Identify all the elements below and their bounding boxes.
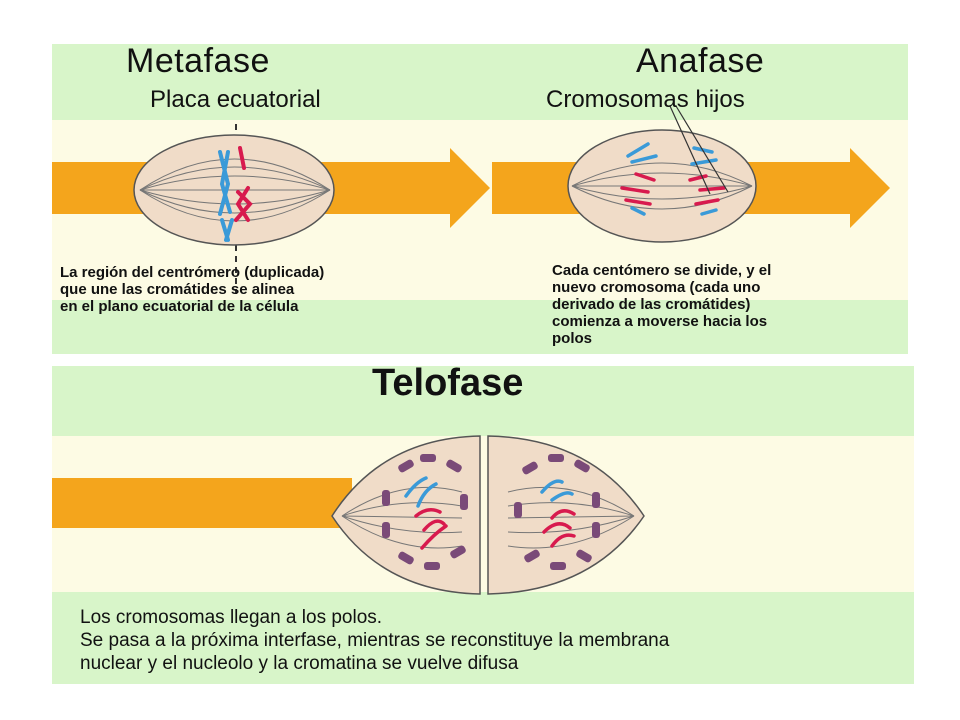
metaphase-cell-illustration xyxy=(133,124,335,294)
description-line: derivado de las cromátides) xyxy=(552,296,751,313)
metaphase-anaphase-panel: Metafase Placa ecuatorial Anafase Cromos… xyxy=(52,44,908,354)
description-line: Cada centómero se divide, y el xyxy=(552,262,772,279)
anaphase-description: Cada centómero se divide, y el nuevo cro… xyxy=(552,262,771,347)
nuclear-membrane-fragments xyxy=(382,454,600,570)
telophase-title: Telofase xyxy=(372,366,524,404)
description-line: en el plano ecuatorial de la célula xyxy=(60,298,299,315)
telophase-panel: Telofase Los cromosomas llegan a los pol… xyxy=(52,366,914,684)
telophase-cells-illustration xyxy=(331,435,645,595)
description-line: que une las cromátides se alinea xyxy=(60,281,295,298)
description-line: nuclear y el nucleolo y la cromatina se … xyxy=(80,653,519,674)
metaphase-description: La región del centrómero (duplicada) que… xyxy=(60,264,324,315)
process-arrow-head xyxy=(850,148,890,228)
telophase-description: Los cromosomas llegan a los polos. Se pa… xyxy=(80,606,669,675)
description-line: Se pasa a la próxima interfase, mientras… xyxy=(80,630,670,651)
description-line: Los cromosomas llegan a los polos. xyxy=(80,607,383,628)
anaphase-cell-illustration xyxy=(567,105,757,243)
anaphase-subtitle: Cromosomas hijos xyxy=(546,86,745,113)
description-line: comienza a moverse hacia los xyxy=(552,313,768,330)
metaphase-title: Metafase xyxy=(126,44,270,80)
process-arrow-head xyxy=(450,148,490,228)
pointer-lines xyxy=(669,105,729,195)
description-line: La región del centrómero (duplicada) xyxy=(60,264,325,281)
anaphase-title: Anafase xyxy=(636,44,765,80)
metaphase-subtitle: Placa ecuatorial xyxy=(150,86,321,113)
description-line: nuevo cromosoma (cada uno xyxy=(552,279,761,296)
process-arrow-shaft xyxy=(52,478,352,528)
description-line: polos xyxy=(552,330,592,347)
